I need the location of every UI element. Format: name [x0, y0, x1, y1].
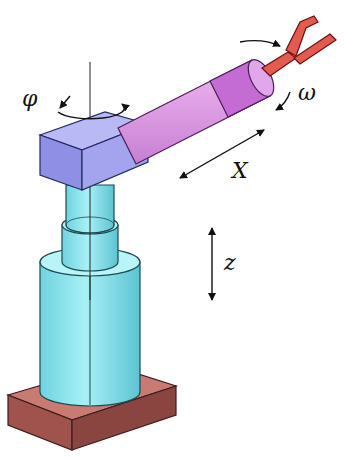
wrist-rotation-label: ω — [298, 82, 316, 104]
wrist-rotation-arrow — [276, 92, 290, 110]
telescopic-arm — [118, 56, 279, 164]
rotation-arrow — [60, 96, 70, 108]
extension-label: X — [232, 160, 248, 182]
rotation-label: φ — [22, 88, 37, 110]
lift-arrow — [211, 228, 212, 300]
extension-arrow — [180, 130, 264, 178]
rotation-arrow — [58, 104, 124, 119]
wrist-rotation-arrow — [240, 41, 280, 46]
lift-label: z — [224, 252, 236, 274]
gripper — [262, 16, 336, 76]
